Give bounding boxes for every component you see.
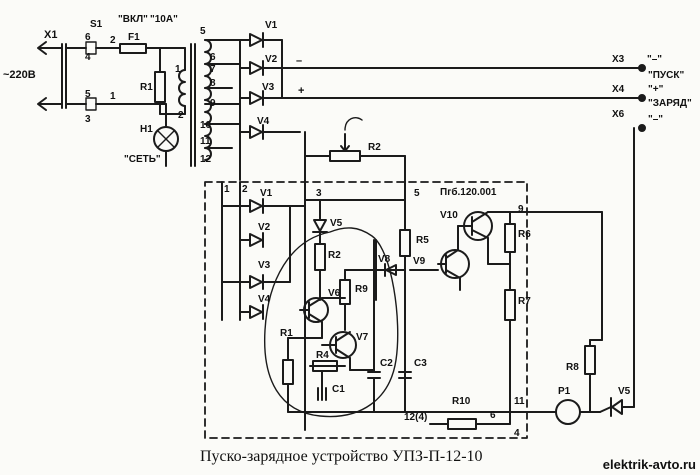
label-r1: R1	[280, 328, 293, 339]
label-r9: R9	[355, 284, 368, 295]
label-r8: R8	[566, 362, 579, 373]
label-p3: 3	[316, 188, 322, 199]
switch-s1	[85, 41, 121, 111]
highlight-loop	[263, 227, 399, 418]
label-v7: V7	[356, 332, 369, 343]
label-t6: 6	[210, 52, 216, 63]
label-v8: V8	[378, 254, 391, 265]
label-r10: R10	[452, 396, 471, 407]
label-v3-top: V3	[262, 82, 275, 93]
label-node6: 6	[490, 410, 496, 421]
label-r1-top: R1	[140, 82, 153, 93]
label-f1: F1	[128, 32, 140, 43]
label-mains: ~220В	[3, 69, 36, 81]
label-pin2: 2	[110, 35, 116, 46]
diode-v5-branch	[304, 199, 406, 301]
label-vkl: "ВКЛ"	[118, 14, 148, 25]
label-pin5: 5	[85, 89, 91, 100]
rectifier-bridge-bottom	[221, 181, 306, 321]
label-x1: X1	[44, 29, 57, 41]
output-terminals	[633, 64, 646, 327]
label-t9: 9	[210, 98, 216, 109]
label-t1: 1	[175, 64, 181, 75]
label-r5: R5	[416, 235, 429, 246]
label-c1: C1	[332, 384, 345, 395]
label-set: "СЕТЬ"	[124, 154, 161, 165]
label-node11: 11	[514, 396, 525, 407]
label-pin3: 3	[85, 114, 91, 125]
bottom-rail	[287, 359, 511, 430]
label-zaryad: "ЗАРЯД"	[648, 98, 692, 109]
schematic-labels: X1 ~220В S1 "ВКЛ" "10А" F1 R1 Н1 "СЕТЬ" …	[3, 14, 692, 439]
label-r6: R6	[518, 229, 531, 240]
label-x3-pins: "–"	[647, 54, 662, 65]
label-node9: 9	[518, 204, 524, 215]
mains-connector-x1	[37, 41, 87, 111]
label-s1: S1	[90, 19, 103, 30]
label-r7: R7	[518, 296, 531, 307]
label-v6: V6	[328, 288, 341, 299]
thermal-compensation-block	[282, 239, 381, 413]
label-pa1: P1	[558, 386, 571, 397]
label-x6-pins: "–"	[648, 114, 663, 125]
label-v2: V2	[258, 222, 271, 233]
label-p2: 2	[242, 184, 248, 195]
label-pusk: "ПУСК"	[648, 70, 684, 81]
label-t12: 12	[200, 154, 212, 165]
label-v9: V9	[413, 256, 426, 267]
label-p5: 5	[414, 188, 420, 199]
label-v1: V1	[260, 188, 273, 199]
label-pin1: 1	[110, 91, 116, 102]
label-c3: C3	[414, 358, 427, 369]
label-v10: V10	[440, 210, 458, 221]
label-minus: –	[296, 55, 302, 67]
label-v4-top: V4	[257, 116, 270, 127]
label-pin6: 6	[85, 32, 91, 43]
label-p1: 1	[224, 184, 230, 195]
label-t2: 2	[178, 110, 184, 121]
diagram-caption: Пуско-зарядное устройство УПЗ-П-12-10	[200, 448, 483, 465]
label-part-no: Пгб.120.001	[440, 186, 497, 198]
site-watermark: elektrik-avto.ru	[602, 457, 696, 472]
label-x4-pins: "+"	[648, 84, 664, 95]
resistor-r1-top	[154, 47, 186, 115]
label-t7: 7	[210, 64, 216, 75]
label-r2b: R2	[328, 250, 341, 261]
label-v4: V4	[258, 294, 271, 305]
label-t8: 8	[210, 78, 216, 89]
label-x6: X6	[612, 109, 625, 120]
label-r4: R4	[316, 350, 329, 361]
label-c2: C2	[380, 358, 393, 369]
label-r2: R2	[368, 142, 381, 153]
label-t5: 5	[200, 26, 206, 37]
label-node4: 4	[514, 428, 520, 439]
label-v2-top: V2	[265, 54, 278, 65]
fuse-f1	[119, 43, 186, 54]
potentiometer-r2	[304, 117, 406, 431]
label-x4: X4	[612, 84, 625, 95]
label-node12: 12(4)	[404, 412, 427, 423]
lamp-h1	[119, 103, 179, 167]
ammeter-p1	[509, 325, 635, 425]
transformer-secondary	[204, 39, 241, 161]
label-v5: V5	[330, 218, 343, 229]
rectifier-bridge-top	[231, 32, 641, 181]
label-v3: V3	[258, 260, 271, 271]
label-10a: "10А"	[150, 14, 178, 25]
label-v1-top: V1	[265, 20, 278, 31]
label-h1: Н1	[140, 124, 153, 135]
transformer-primary	[178, 43, 196, 167]
label-t10: 10	[200, 120, 212, 131]
label-v5b: V5	[618, 386, 631, 397]
label-pin4: 4	[85, 52, 91, 63]
label-t11: 11	[200, 136, 211, 147]
control-board-outline	[204, 181, 528, 439]
label-plus: +	[298, 85, 304, 97]
label-x3: X3	[612, 54, 625, 65]
